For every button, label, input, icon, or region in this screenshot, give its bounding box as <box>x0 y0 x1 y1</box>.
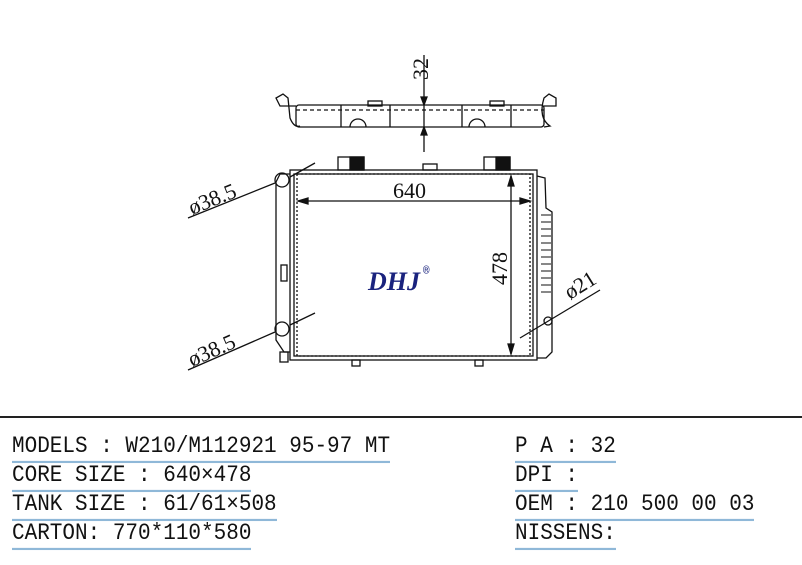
inlet-diameter-label: ø38.5 <box>185 178 240 220</box>
top-view-tank <box>275 93 557 128</box>
dpi-spec: DPI : <box>515 464 579 493</box>
pa-spec: P A : 32 <box>515 435 616 464</box>
nissens-spec: NISSENS: <box>515 522 616 551</box>
small-port-diameter-label: ø21 <box>559 266 600 305</box>
depth-dimension-label: 32 <box>408 58 433 80</box>
front-view-radiator <box>274 156 553 367</box>
oem-spec: OEM : 210 500 00 03 <box>515 493 755 522</box>
models-spec: MODELS : W210/M112921 95-97 MT <box>12 435 391 464</box>
outlet-diameter-label: ø38.5 <box>184 329 239 372</box>
registered-mark: ® <box>423 266 430 278</box>
carton-spec: CARTON: 770*110*580 <box>12 522 252 551</box>
divider <box>0 416 802 418</box>
core-size-spec: CORE SIZE : 640×478 <box>12 464 252 493</box>
height-dimension-label: 478 <box>487 252 512 285</box>
dhj-logo: DHJ <box>367 267 421 296</box>
tank-size-spec: TANK SIZE : 61/61×508 <box>12 493 277 522</box>
radiator-drawing: 32 640 478 ø38.5 ø38.5 ø21 DHJ ® <box>184 55 601 372</box>
width-dimension-label: 640 <box>393 178 426 203</box>
